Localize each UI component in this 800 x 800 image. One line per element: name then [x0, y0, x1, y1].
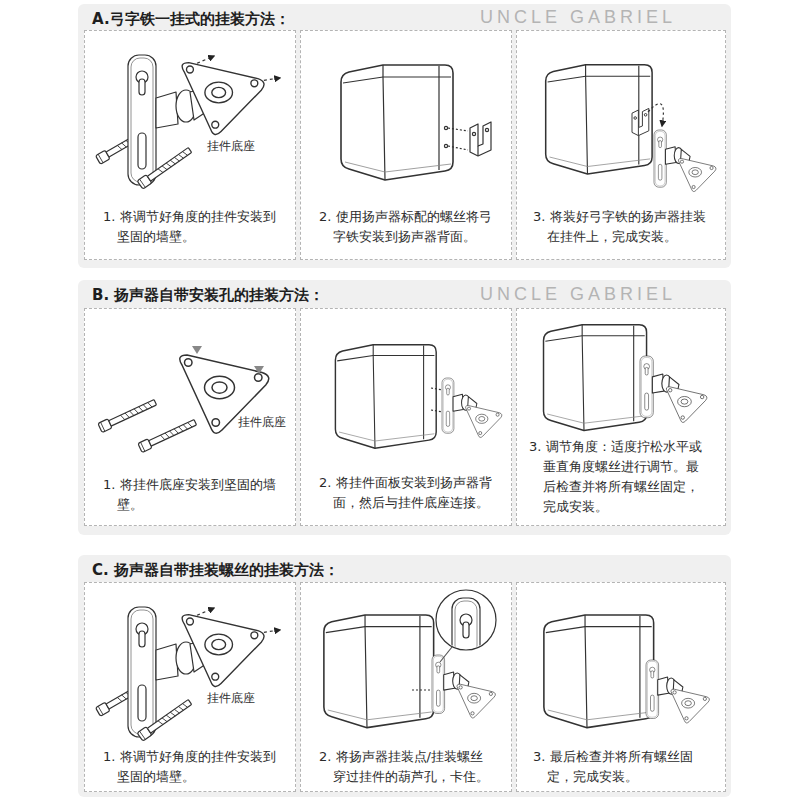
step-caption: 2. 将挂件面板安装到扬声器背面，然后与挂件底座连接。 [319, 473, 493, 513]
band-fill [78, 280, 731, 535]
panel-fill [516, 30, 726, 260]
panel-fill [300, 308, 512, 526]
zoom-inset [452, 598, 480, 728]
step-panel: 2. 使用扬声器标配的螺丝将弓字铁安装到扬声器背面。 [300, 30, 512, 260]
zoom-inset [452, 598, 480, 728]
step-caption: 1. 将调节好角度的挂件安装到坚固的墙壁。 [103, 747, 277, 787]
speaker-cabinet [324, 615, 434, 728]
wall-mount [646, 660, 709, 723]
panel-fill [84, 30, 296, 260]
speaker-cabinet [544, 325, 647, 431]
band-fill [78, 4, 731, 268]
step-panel: 1. 将调节好角度的挂件安装到坚固的墙壁。 [84, 582, 296, 792]
screw [138, 418, 198, 453]
section-heading: A.弓字铁一挂式的挂装方法： [92, 10, 290, 28]
watermark: UNCLE GABRIEL [480, 284, 676, 305]
speaker-cabinet [335, 345, 436, 449]
section-band: B. 扬声器自带安装孔的挂装方法： 1. 将挂件底座安装到坚固的墙壁。 2. 将挂件… [78, 280, 731, 535]
hang-arrow [648, 104, 663, 126]
step-caption: 3. 最后检查并将所有螺丝固定，完成安装。 [533, 747, 707, 787]
step-panel: 2. 将挂件面板安装到扬声器背面，然后与挂件底座连接。 [300, 308, 512, 526]
section-band: C. 扬声器自带挂装螺丝的挂装方法： 1. 将调节好角度的挂件安装到坚固的墙壁。 2… [78, 555, 731, 797]
step-panel: 2. 将扬声器挂装点/挂装螺丝穿过挂件的葫芦孔，卡住。 [300, 582, 512, 792]
speaker-cabinet [546, 65, 652, 174]
speaker-cabinet [341, 65, 453, 180]
label-anchor: UNCLE GABRIEL [480, 7, 676, 28]
screw [98, 398, 158, 433]
panel-fill [516, 582, 726, 792]
screw-hole [444, 126, 447, 129]
wall-mount [442, 378, 502, 437]
wall-mount [640, 356, 707, 422]
guide-line [431, 388, 443, 412]
step-caption: 3. 调节角度：适度拧松水平或垂直角度螺丝进行调节。最后检查并将所有螺丝固定，完… [529, 437, 707, 517]
zoom-leader [440, 647, 452, 662]
part-label: 挂件底座 [207, 692, 255, 706]
label-anchor: 挂件底座 [207, 692, 255, 706]
mount-exploded [96, 607, 281, 741]
step-panel: 3. 将装好弓字铁的扬声器挂装在挂件上，完成安装。 [516, 30, 726, 260]
wall-mount [654, 130, 716, 192]
guide-line [412, 689, 432, 690]
step-caption: 2. 将扬声器挂装点/挂装螺丝穿过挂件的葫芦孔，卡住。 [319, 747, 493, 787]
label-anchor: 挂件底座 [238, 416, 286, 430]
panel-fill [300, 30, 512, 260]
bow-bracket [632, 108, 649, 135]
watermark: UNCLE GABRIEL [480, 7, 676, 28]
section-heading: C. 扬声器自带挂装螺丝的挂装方法： [92, 561, 339, 579]
guide-line [448, 128, 468, 150]
wall-mount [432, 655, 495, 718]
step-panel: 3. 最后检查并将所有螺丝固定，完成安装。 [516, 582, 726, 792]
mount-exploded [96, 55, 281, 189]
step-caption: 2. 使用扬声器标配的螺丝将弓字铁安装到扬声器背面。 [319, 207, 493, 247]
panel-fill [84, 308, 296, 526]
speaker-cabinet [544, 615, 654, 728]
section-band: A.弓字铁一挂式的挂装方法： 1. 将调节好角度的挂件安装到坚固的墙壁。 2. 使用… [78, 4, 731, 268]
label-anchor: UNCLE GABRIEL [480, 284, 676, 305]
step-panel: 3. 调节角度：适度拧松水平或垂直角度螺丝进行调节。最后检查并将所有螺丝固定，完… [516, 308, 726, 526]
step-panel: 1. 将调节好角度的挂件安装到坚固的墙壁。 [84, 30, 296, 260]
band-fill [78, 555, 731, 797]
bow-bracket [470, 122, 491, 156]
panel-fill [516, 308, 726, 526]
direction-arrow [192, 346, 202, 354]
part-label: 挂件底座 [238, 416, 286, 430]
screw-hole [444, 144, 447, 147]
step-caption: 1. 将挂件底座安装到坚固的墙壁。 [103, 475, 277, 515]
panel-fill [84, 582, 296, 792]
label-anchor: 挂件底座 [207, 140, 255, 154]
direction-arrow [254, 366, 264, 374]
step-caption: 1. 将调节好角度的挂件安装到坚固的墙壁。 [103, 207, 277, 247]
step-caption: 3. 将装好弓字铁的扬声器挂装在挂件上，完成安装。 [533, 207, 707, 247]
part-label: 挂件底座 [207, 140, 255, 154]
panel-fill [300, 582, 512, 792]
section-heading: B. 扬声器自带安装孔的挂装方法： [92, 286, 324, 304]
